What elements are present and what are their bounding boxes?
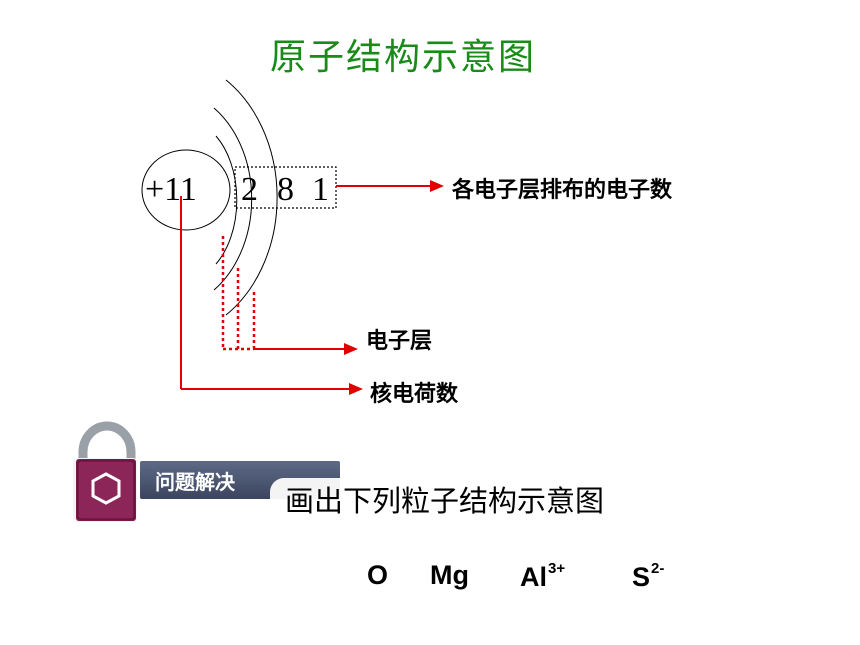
arrow-charge-head [349, 383, 363, 395]
arrow-shell-head [344, 343, 358, 355]
shell-arc-3 [225, 79, 278, 316]
badge-label: 问题解决 [155, 470, 235, 494]
particle-al: Al3+ [520, 560, 566, 592]
task-prompt: 画出下列粒子结构示意图 [285, 484, 605, 518]
particle-al-charge: 3+ [548, 560, 566, 577]
shell-count-1: 2 [241, 171, 258, 208]
label-nuclear-charge: 核电荷数 [370, 382, 459, 407]
particle-s: S2- [632, 560, 665, 592]
shell-count-3: 1 [312, 171, 329, 208]
badge-banner [140, 461, 340, 499]
shell-arc-1 [215, 135, 238, 265]
particle-o: O [367, 560, 389, 590]
electron-count-box [234, 166, 337, 209]
label-electron-shell: 电子层 [366, 329, 433, 354]
nucleus-charge: +11 [145, 171, 197, 208]
lock-hexagon-icon [73, 421, 137, 522]
particle-mg: Mg [430, 560, 469, 590]
particle-s-charge: 2- [651, 560, 665, 577]
label-electrons-per-shell: 各电子层排布的电子数 [452, 178, 673, 203]
arrow-electrons-head [430, 180, 444, 192]
shell-arc-2 [213, 107, 253, 291]
page-title: 原子结构示意图 [270, 37, 537, 78]
nucleus-circle [141, 149, 231, 231]
shell-count-2: 8 [277, 171, 294, 208]
